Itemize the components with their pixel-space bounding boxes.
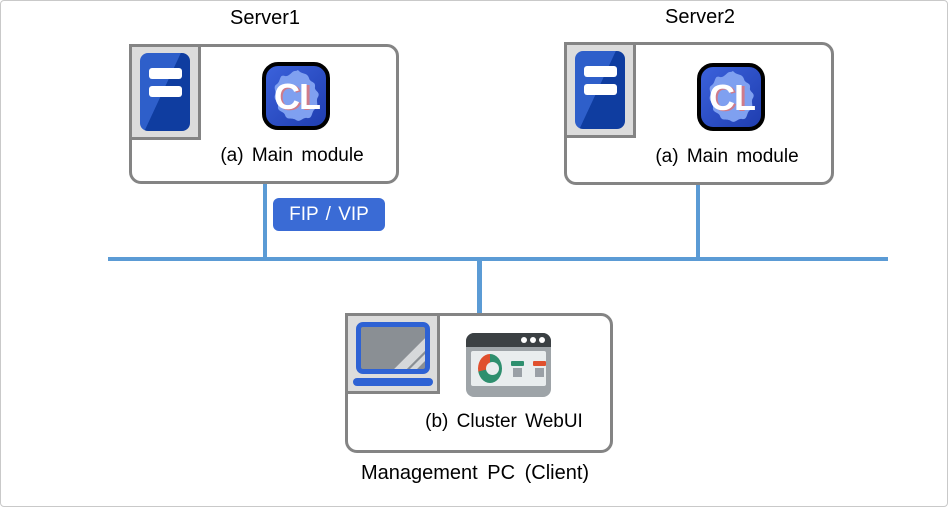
screen-glare <box>387 332 425 369</box>
management-pc-caption: Management PC (Client) <box>360 462 590 484</box>
cl-main-module-icon: CI CL <box>262 62 330 130</box>
laptop-screen <box>355 321 430 374</box>
donut-chart-icon <box>478 354 502 383</box>
widget-bar <box>511 360 524 366</box>
fip-vip-badge: FIP / VIP <box>273 198 385 231</box>
tower-slot <box>148 86 182 97</box>
widget-bar <box>533 360 546 366</box>
server1-title: Server1 <box>229 7 301 29</box>
laptop-base <box>352 377 433 386</box>
server1-connector-line <box>263 184 267 257</box>
server-tower-icon <box>129 44 201 140</box>
cl-main-module-icon: CI CL <box>697 63 765 131</box>
browser-dot <box>530 337 536 343</box>
server1-node-box: CI CL (a) Main module <box>129 44 399 184</box>
server2-module-label: (a) Main module <box>655 146 799 167</box>
svg-text:CL: CL <box>274 76 320 117</box>
server-tower-icon <box>564 42 636 138</box>
network-bus-line <box>108 257 888 261</box>
widget-square <box>513 367 522 377</box>
management-pc-node-box: (b) Cluster WebUI <box>345 313 613 453</box>
mini-widget-red <box>533 360 546 377</box>
laptop-icon <box>345 313 440 394</box>
svg-text:CI: CI <box>711 78 747 119</box>
server2-node-box: CI CL (a) Main module <box>564 42 834 185</box>
webui-label: (b) Cluster WebUI <box>425 411 583 432</box>
widget-square <box>535 367 544 377</box>
tower-slot <box>583 66 617 77</box>
browser-title-bar <box>466 333 551 347</box>
server-tower-glyph <box>140 53 190 131</box>
management-pc-connector-line <box>477 261 482 314</box>
server1-module-label: (a) Main module <box>220 145 364 166</box>
svg-text:CL: CL <box>709 77 755 118</box>
tower-slot <box>148 68 182 79</box>
browser-dot <box>539 337 545 343</box>
cluster-webui-browser-icon <box>466 333 551 397</box>
server2-connector-line <box>696 185 700 257</box>
browser-content <box>471 351 546 386</box>
mini-widget-green <box>511 360 524 377</box>
server2-title: Server2 <box>664 6 736 28</box>
tower-slot <box>583 84 617 95</box>
browser-dot <box>521 337 527 343</box>
server-tower-glyph <box>575 51 625 129</box>
svg-text:CI: CI <box>276 77 312 118</box>
